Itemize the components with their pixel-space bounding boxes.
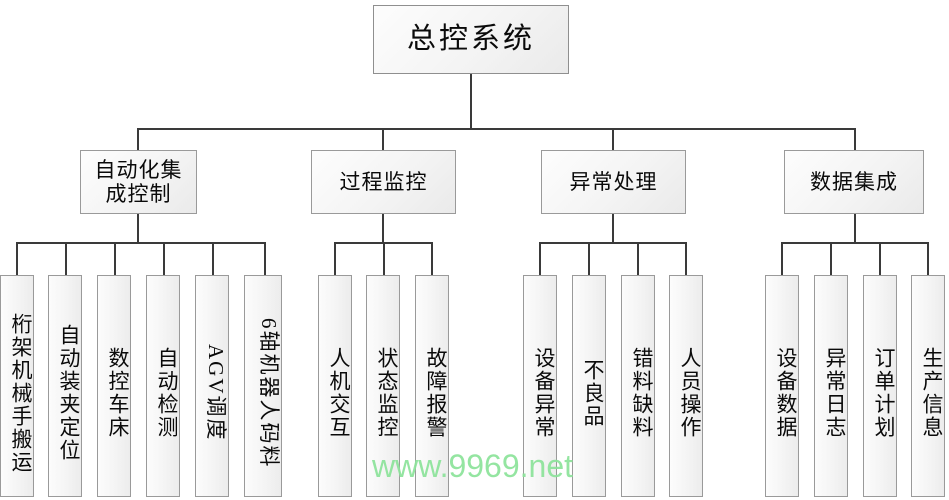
- node-level2-automation-integration-control: 自动化集 成控制: [80, 150, 197, 214]
- connector-level2-bus: [138, 128, 856, 130]
- leaf-cnc-lathe: 数控车床: [97, 275, 131, 497]
- connector-group3-bus: [539, 242, 687, 244]
- leaf-label: 生产信息: [920, 347, 944, 439]
- connector-group4-stem: [854, 214, 856, 243]
- leaf-truss-manipulator-transfer: 桁架机械手搬运: [0, 275, 34, 497]
- connector-drop-g3-2: [588, 242, 590, 275]
- leaf-6axis-robot-palletizing: 6轴机器人码料: [244, 275, 282, 497]
- connector-drop-g1-2: [65, 242, 67, 275]
- leaf-personnel-operation: 人员操作: [669, 275, 703, 497]
- connector-drop-g3-4: [685, 242, 687, 275]
- connector-group1-bus: [16, 242, 266, 244]
- node-root-label: 总控系统: [406, 22, 535, 55]
- leaf-agv-scheduling: AGV调度: [195, 275, 229, 497]
- leaf-label: 人员操作: [678, 347, 702, 439]
- connector-drop-g3-3: [637, 242, 639, 275]
- connector-drop-level2-2: [382, 128, 384, 151]
- leaf-defective-product: 不良品: [572, 275, 606, 497]
- node-root: 总控系统: [373, 5, 569, 74]
- connector-group2-stem: [382, 214, 384, 243]
- connector-drop-g1-5: [212, 242, 214, 275]
- leaf-label: 数控车床: [106, 347, 130, 439]
- connector-drop-g1-1: [16, 242, 18, 275]
- node-level2-label: 异常处理: [569, 169, 658, 194]
- connector-drop-g1-6: [264, 242, 266, 275]
- node-level2-label: 过程监控: [339, 169, 428, 194]
- leaf-auto-inspection: 自动检测: [146, 275, 180, 497]
- node-level2-label: 数据集成: [810, 169, 898, 194]
- connector-drop-level2-4: [854, 128, 856, 151]
- connector-drop-g2-2: [383, 242, 385, 275]
- connector-drop-g1-4: [163, 242, 165, 275]
- leaf-label: 订单计划: [872, 347, 896, 439]
- connector-drop-g1-3: [114, 242, 116, 275]
- connector-drop-g3-1: [539, 242, 541, 275]
- leaf-equipment-abnormality: 设备异常: [523, 275, 557, 497]
- leaf-exception-log: 异常日志: [814, 275, 848, 497]
- leaf-label: 故障报警: [424, 347, 448, 439]
- connector-drop-g2-3: [431, 242, 433, 275]
- connector-drop-level2-1: [137, 128, 139, 151]
- leaf-label: 6轴机器人码料: [257, 317, 281, 469]
- leaf-label: AGV调度: [204, 344, 228, 442]
- connector-drop-level2-3: [612, 128, 614, 151]
- leaf-label: 自动装夹定位: [57, 324, 81, 462]
- leaf-label: 桁架机械手搬运: [9, 312, 33, 474]
- node-level2-label-line1: 自动化集: [94, 157, 183, 182]
- leaf-fault-alarm: 故障报警: [415, 275, 449, 497]
- connector-drop-g4-1: [781, 242, 783, 275]
- leaf-production-info: 生产信息: [911, 275, 945, 497]
- connector-drop-g2-1: [334, 242, 336, 275]
- node-level2-label-line2: 成控制: [105, 182, 172, 206]
- connector-drop-g4-4: [927, 242, 929, 275]
- leaf-status-monitoring: 状态监控: [366, 275, 400, 497]
- connector-root-stem: [470, 74, 472, 129]
- connector-group4-bus: [781, 242, 929, 244]
- node-level2-exception-handling: 异常处理: [541, 150, 686, 214]
- node-level2-data-integration: 数据集成: [784, 150, 924, 214]
- leaf-label: 自动检测: [155, 347, 179, 439]
- connector-drop-g4-3: [879, 242, 881, 275]
- leaf-label: 状态监控: [375, 347, 399, 439]
- leaf-wrong-or-missing-material: 错料缺料: [621, 275, 655, 497]
- leaf-label: 错料缺料: [630, 347, 654, 439]
- connector-group1-stem: [137, 214, 139, 243]
- connector-drop-g4-2: [830, 242, 832, 275]
- leaf-label: 不良品: [581, 358, 605, 428]
- leaf-label: 设备异常: [532, 347, 556, 439]
- leaf-order-plan: 订单计划: [863, 275, 897, 497]
- leaf-auto-clamp-positioning: 自动装夹定位: [48, 275, 82, 497]
- leaf-label: 设备数据: [774, 347, 798, 439]
- leaf-human-machine-interaction: 人机交互: [318, 275, 352, 497]
- leaf-label: 人机交互: [327, 347, 351, 439]
- leaf-equipment-data: 设备数据: [765, 275, 799, 497]
- node-level2-process-monitoring: 过程监控: [311, 150, 456, 214]
- leaf-label: 异常日志: [823, 347, 847, 439]
- connector-group3-stem: [612, 214, 614, 243]
